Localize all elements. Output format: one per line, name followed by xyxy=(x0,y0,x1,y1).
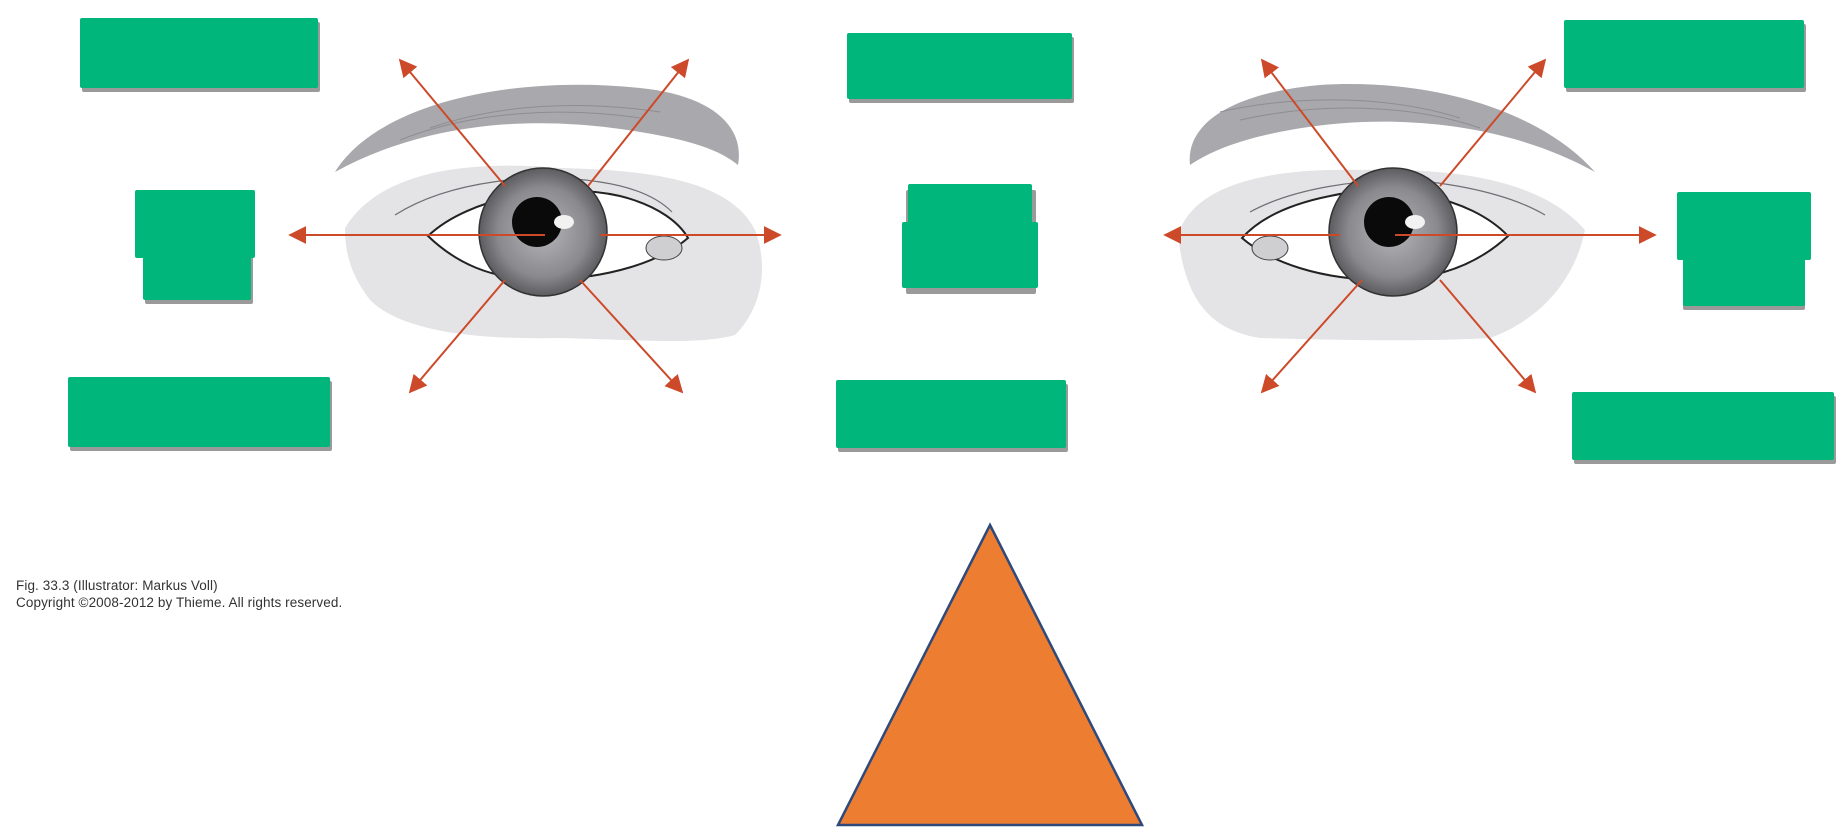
label-box-right-middle[interactable] xyxy=(1677,192,1811,310)
label-boxes xyxy=(68,18,1836,464)
left-eye-arrows xyxy=(288,58,782,394)
label-box-left-middle[interactable] xyxy=(135,190,255,304)
right-arrow-down-left xyxy=(1260,279,1363,394)
left-eye-illustration xyxy=(335,84,763,342)
left-arrow-down-right xyxy=(579,279,684,394)
label-box-center-middle[interactable] xyxy=(902,184,1038,294)
right-arrow-up-left xyxy=(1260,58,1359,187)
left-eyebrow xyxy=(335,84,739,172)
label-box-center-bottom[interactable] xyxy=(836,380,1068,452)
right-eye-arrows xyxy=(1163,58,1657,394)
right-eye-illustration xyxy=(1178,84,1595,341)
label-box-center-top[interactable] xyxy=(847,33,1074,103)
label-box-right-top[interactable] xyxy=(1564,20,1806,92)
left-arrow-up-left xyxy=(398,58,506,187)
caption-figure-line: Fig. 33.3 (Illustrator: Markus Voll) xyxy=(16,578,218,593)
label-box-right-bottom[interactable] xyxy=(1572,392,1836,464)
label-box-left-bottom[interactable] xyxy=(68,377,332,451)
left-arrow-down-left xyxy=(408,279,506,394)
right-arrow-up-right xyxy=(1439,58,1547,187)
caption-copyright-line: Copyright ©2008-2012 by Thieme. All righ… xyxy=(16,595,343,610)
label-box-left-top[interactable] xyxy=(80,18,320,92)
right-eyebrow xyxy=(1189,84,1595,172)
right-arrow-down-right xyxy=(1439,279,1537,394)
left-arrow-up-right xyxy=(587,58,690,187)
orange-triangle xyxy=(835,522,1145,827)
figure-caption: Fig. 33.3 (Illustrator: Markus Voll) Cop… xyxy=(16,577,342,611)
